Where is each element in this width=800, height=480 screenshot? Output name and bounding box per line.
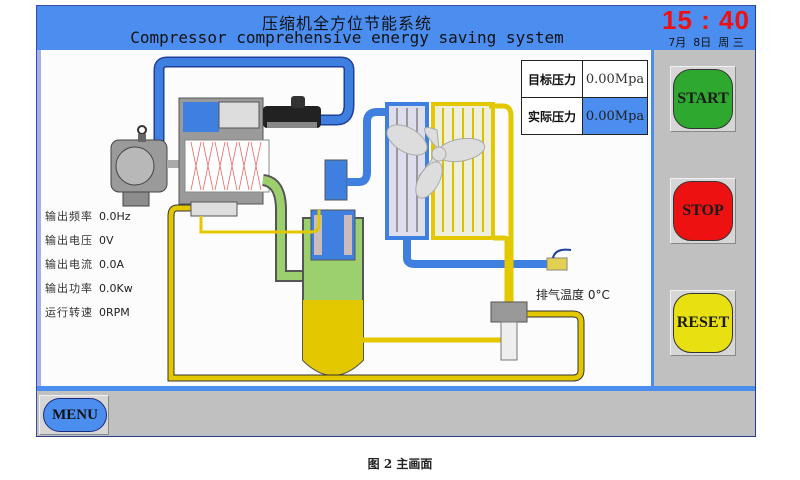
clock-time: 15 : 40 (662, 5, 750, 35)
oil-cooler-return-pipe (363, 235, 514, 343)
air-to-cooler-pipe (347, 108, 391, 186)
divider (37, 386, 755, 391)
title-english: Compressor comprehensive energy saving s… (130, 28, 564, 47)
compressed-air-outlet-pipe (403, 238, 549, 268)
actual-pressure-value: 0.00Mpa (582, 97, 648, 135)
fan-icon (386, 124, 486, 199)
compressor-schematic (110, 56, 585, 382)
stop-button[interactable]: STOP (673, 181, 733, 241)
start-button[interactable]: START (673, 69, 733, 129)
stop-button-frame: STOP (670, 178, 736, 244)
actual-pressure-label: 实际压力 (521, 97, 583, 135)
clock-date: 7月 8日 周 三 (668, 36, 744, 49)
reset-button-frame: RESET (670, 290, 736, 356)
oil-filter-icon (490, 301, 528, 361)
menu-button[interactable]: MENU (43, 398, 107, 432)
thermostatic-valve-icon (190, 201, 238, 217)
title-chinese: 压缩机全方位节能系统 (261, 14, 432, 33)
air-filter-icon (263, 96, 321, 128)
menu-button-frame: MENU (39, 395, 109, 435)
control-panel: START STOP RESET (651, 50, 755, 386)
exhaust-temperature: 排气温度 0°C (536, 288, 610, 302)
pressure-table: 目标压力 0.00Mpa 实际压力 0.00Mpa (521, 60, 648, 135)
oil-separator-tank-icon (302, 159, 364, 376)
inlet-valve-icon (218, 101, 260, 129)
actual-pressure-row: 实际压力 0.00Mpa (521, 97, 648, 135)
target-pressure-row: 目标压力 0.00Mpa (521, 60, 648, 98)
footer-bar: MENU (37, 391, 755, 436)
start-button-frame: START (670, 66, 736, 132)
header-bar: 压缩机全方位节能系统 Compressor comprehensive ener… (37, 6, 755, 50)
ball-valve-icon (546, 248, 572, 271)
target-pressure-value[interactable]: 0.00Mpa (582, 60, 648, 98)
target-pressure-label: 目标压力 (521, 60, 583, 98)
reset-button[interactable]: RESET (673, 293, 733, 353)
hmi-window: 压缩机全方位节能系统 Compressor comprehensive ener… (36, 5, 756, 437)
motor-icon (110, 125, 187, 207)
figure-caption: 图 2 主画面 (367, 457, 433, 471)
screw-rotor-icon (184, 139, 270, 193)
